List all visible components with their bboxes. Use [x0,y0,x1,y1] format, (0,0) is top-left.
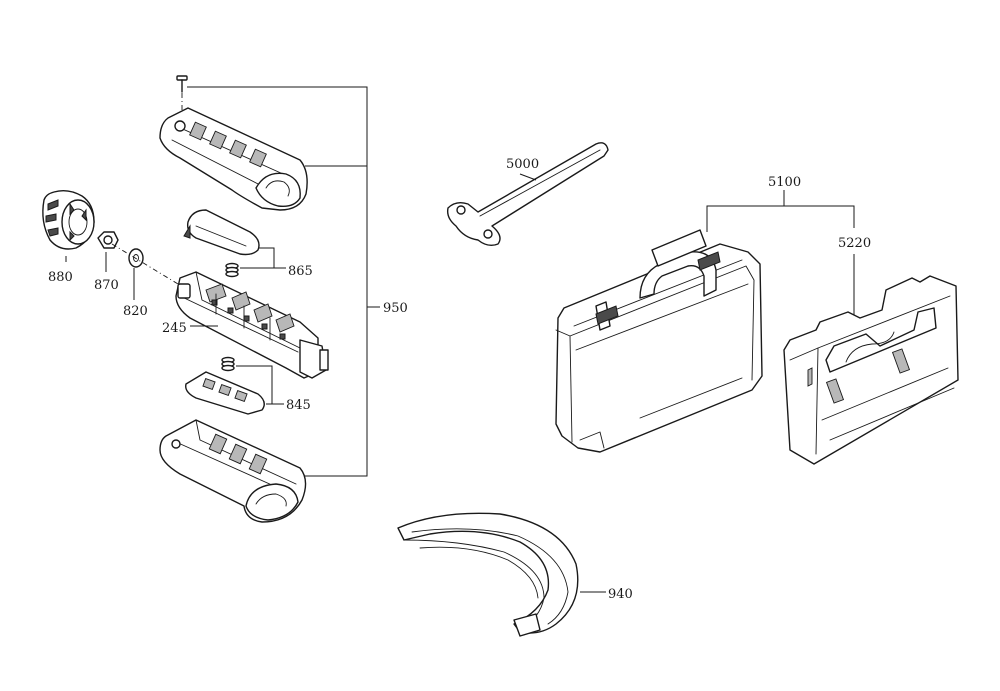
washer-820 [128,248,144,300]
lower-handle-housing [159,419,307,523]
label-5000: 5000 [506,157,539,172]
hex-nut-870 [97,231,119,272]
spring-865 [225,262,239,278]
knurled-nut-880 [42,189,95,262]
wheel-guard-940 [397,512,606,637]
switch-cover-865 [183,209,286,278]
label-5220: 5220 [838,236,871,251]
label-820: 820 [123,304,148,319]
switch-845 [185,356,284,415]
carrying-case [555,229,763,453]
label-880: 880 [48,270,73,285]
upper-handle-housing [159,107,308,211]
label-950: 950 [383,301,408,316]
label-845: 845 [286,398,311,413]
pin-spanner-5000 [446,142,609,247]
screw [176,75,188,113]
motor-assembly-245 [175,271,329,379]
foam-insert-5220 [783,275,959,465]
label-870: 870 [94,278,119,293]
label-5100: 5100 [768,175,801,190]
label-245: 245 [162,321,187,336]
bracket-950 [187,86,380,477]
label-865: 865 [288,264,313,279]
label-940: 940 [608,587,633,602]
spring-845 [221,356,235,372]
